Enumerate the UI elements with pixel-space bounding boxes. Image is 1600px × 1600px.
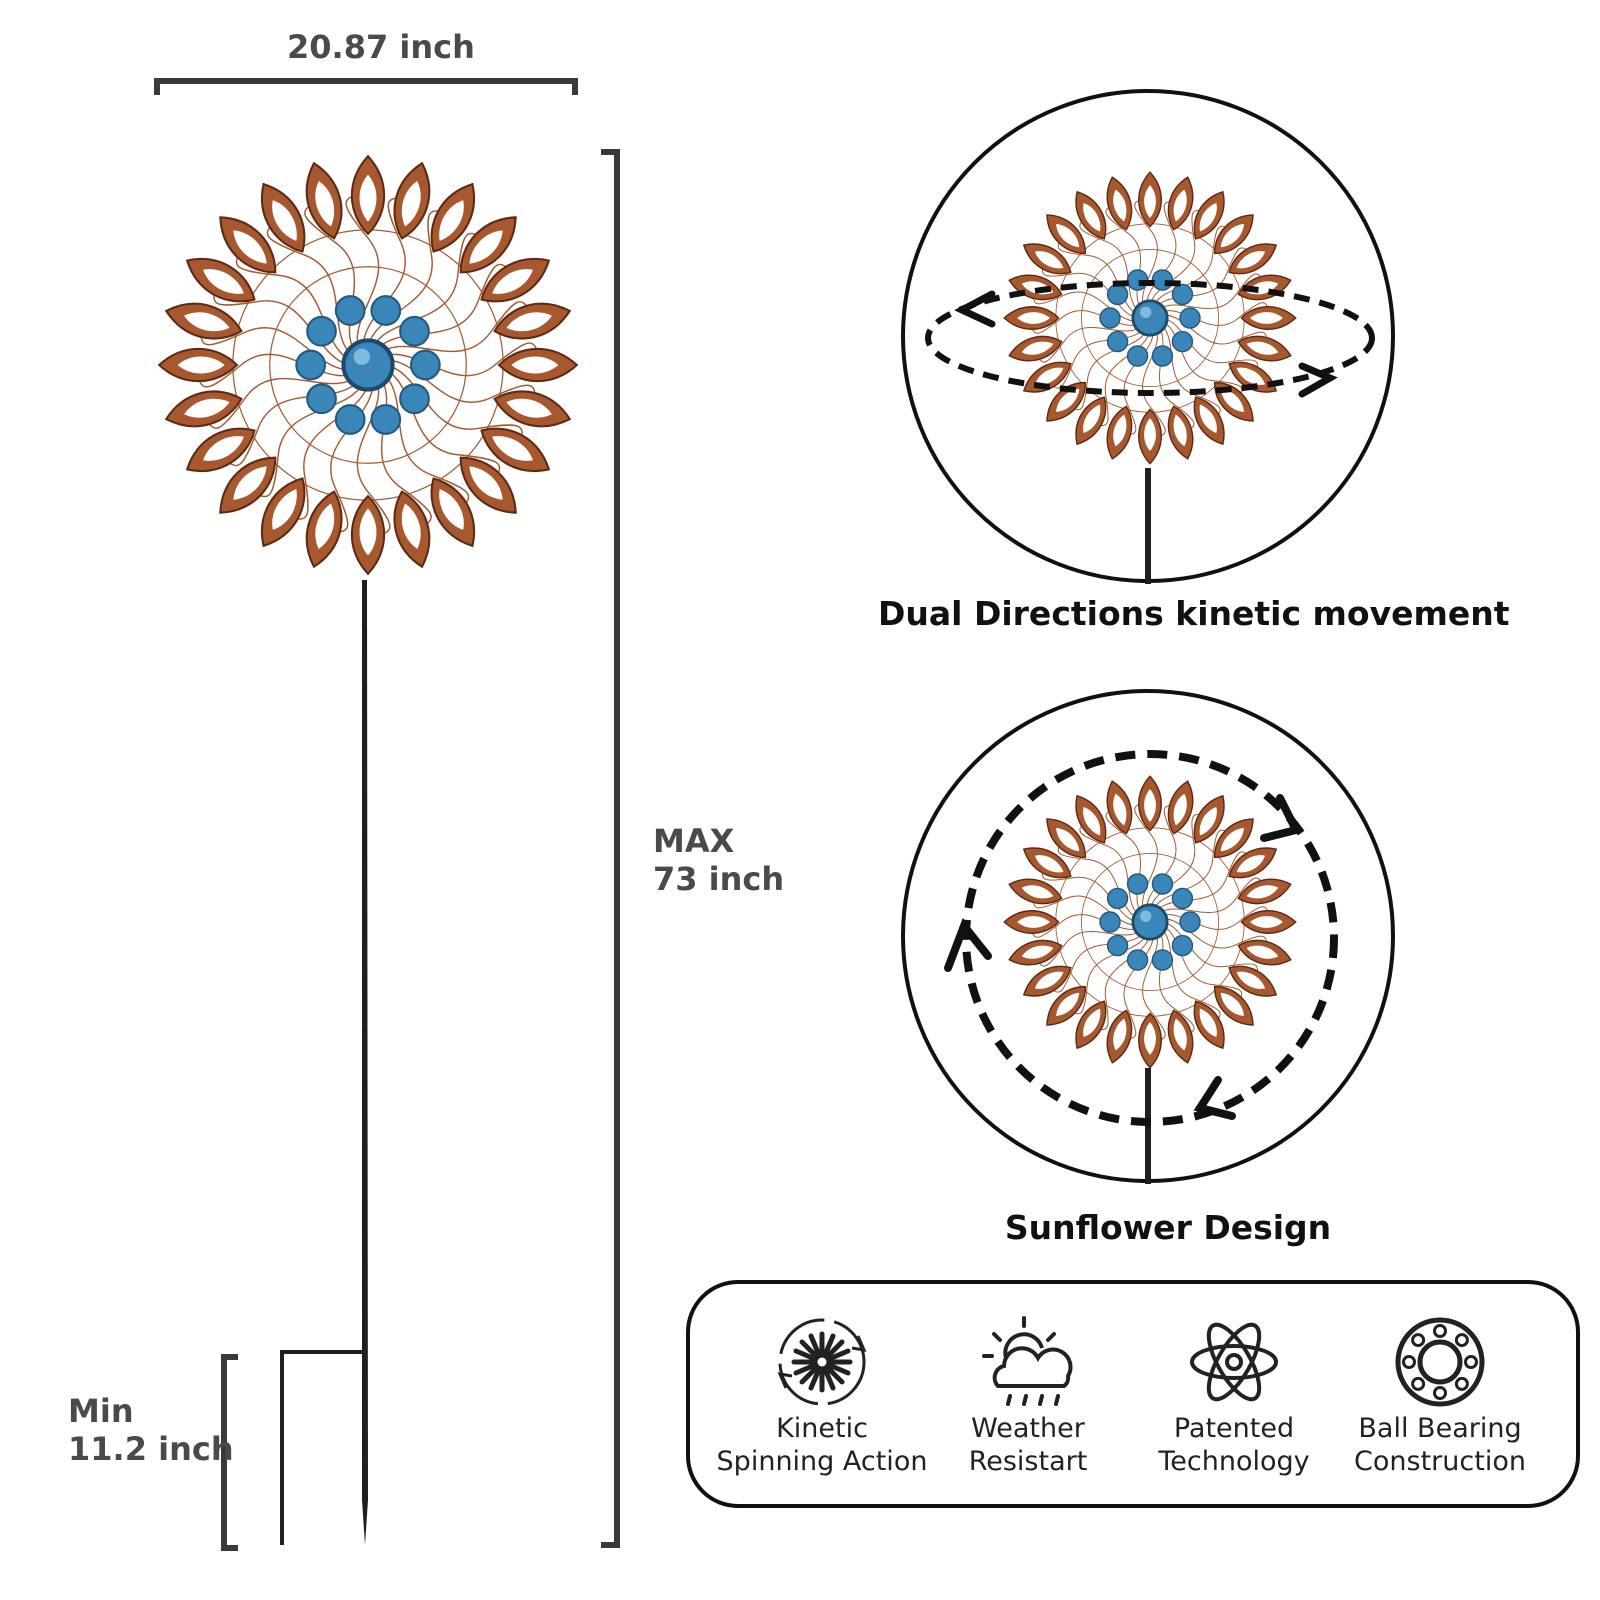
min-stake-line2: 11.2 inch <box>68 1430 234 1468</box>
circular-rotation-arrow <box>944 750 1338 1126</box>
feature-weather: Weather Resistart <box>918 1312 1138 1478</box>
kinetic-spin-icon <box>777 1318 867 1406</box>
features-panel: Kinetic Spinning Action Weather Resistar… <box>686 1280 1580 1508</box>
feature-bearing-line1: Ball Bearing <box>1358 1413 1522 1444</box>
max-height-line1: MAX <box>653 822 735 860</box>
sunflower-design-view <box>901 689 1395 1184</box>
feature-kinetic-line2: Spinning Action <box>716 1446 928 1477</box>
spinner-stake <box>280 580 368 1545</box>
feature-patented-line1: Patented <box>1173 1413 1295 1444</box>
ball-bearing-icon <box>1395 1317 1485 1407</box>
dual-direction-caption: Dual Directions kinetic movement <box>878 594 1510 633</box>
feature-bearing-label: Ball Bearing Construction <box>1330 1412 1550 1478</box>
feature-weather-line2: Resistart <box>968 1446 1088 1477</box>
sunflower-design-caption: Sunflower Design <box>1004 1208 1332 1247</box>
feature-patented-line2: Technology <box>1158 1446 1310 1477</box>
sunflower-spinner-middle <box>1003 775 1297 1069</box>
feature-kinetic-line1: Kinetic <box>776 1413 868 1444</box>
horizontal-rotation-arrow <box>925 280 1375 398</box>
max-height-line2: 73 inch <box>653 860 785 898</box>
feature-patented-label: Patented Technology <box>1124 1412 1344 1478</box>
atom-icon <box>1190 1322 1278 1402</box>
dual-direction-view <box>901 89 1395 584</box>
feature-kinetic: Kinetic Spinning Action <box>712 1312 932 1478</box>
feature-patented: Patented Technology <box>1124 1312 1344 1478</box>
max-height-label: MAX 73 inch <box>653 822 784 898</box>
feature-bearing-line2: Construction <box>1354 1446 1526 1477</box>
dimension-lines <box>154 78 620 1551</box>
sunflower-spinner-main <box>157 154 579 576</box>
width-label: 20.87 inch <box>287 28 475 66</box>
feature-weather-line1: Weather <box>971 1413 1085 1444</box>
min-stake-line1: Min <box>68 1392 134 1430</box>
feature-bearing: Ball Bearing Construction <box>1330 1312 1550 1478</box>
sun-cloud-rain-icon <box>982 1316 1073 1406</box>
feature-weather-label: Weather Resistart <box>918 1412 1138 1478</box>
feature-kinetic-label: Kinetic Spinning Action <box>712 1412 932 1478</box>
min-stake-label: Min 11.2 inch <box>68 1392 234 1468</box>
